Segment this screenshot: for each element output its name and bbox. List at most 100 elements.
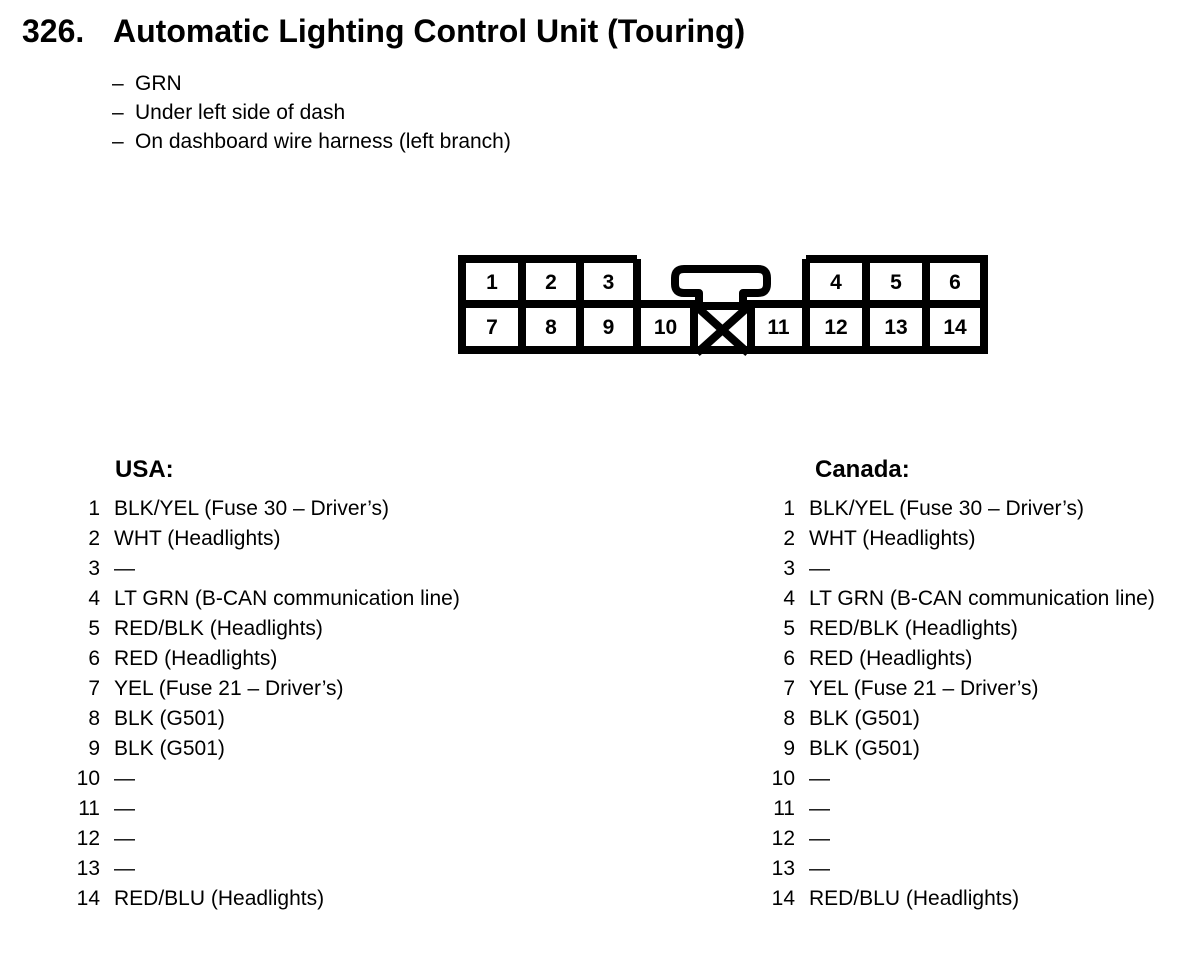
pin-label: BLK (G501) [114,707,225,730]
pin-row: 13 — [767,854,1155,884]
pin-number: 10 [76,767,100,790]
pin-cell-number: 5 [890,271,902,294]
pin-label: — [114,857,135,880]
pin-label: BLK/YEL (Fuse 30 – Driver’s) [809,497,1085,520]
pin-row: 8 BLK (G501) [72,704,460,734]
pin-row: 13 — [72,854,460,884]
pin-number: 13 [771,857,795,880]
pin-cell-number: 7 [486,316,498,339]
pin-row: 5 RED/BLK (Headlights) [767,614,1155,644]
pin-label: — [809,827,830,850]
pin-label: — [809,557,830,580]
pin-row: 4 LT GRN (B-CAN communication line) [72,584,460,614]
pin-row: 9 BLK (G501) [72,734,460,764]
pin-label: RED/BLU (Headlights) [809,887,1020,910]
pin-cell-number: 6 [949,271,961,294]
pin-row: 1 BLK/YEL (Fuse 30 – Driver’s) [72,494,460,524]
pin-number: 14 [76,887,100,910]
pin-label: RED/BLK (Headlights) [809,617,1018,640]
pin-number: 8 [88,707,100,730]
pin-label: LT GRN (B-CAN communication line) [809,587,1155,610]
pin-label: — [114,557,135,580]
pin-number: 1 [783,497,795,520]
note-text: On dashboard wire harness (left branch) [135,130,511,153]
usa-column-heading: USA: [115,456,174,483]
pin-number: 3 [88,557,100,580]
note-text: GRN [135,72,182,95]
location-notes: – GRN – Under left side of dash – On das… [112,69,511,156]
pin-label: BLK/YEL (Fuse 30 – Driver’s) [114,497,390,520]
pin-cell-number: 11 [767,316,790,339]
pin-cell-number: 8 [545,316,557,339]
pin-number: 12 [76,827,100,850]
pin-number: 7 [783,677,795,700]
pin-row: 10 — [767,764,1155,794]
pin-row: 1 BLK/YEL (Fuse 30 – Driver’s) [767,494,1155,524]
pin-label: — [809,767,830,790]
pin-number: 9 [783,737,795,760]
blocked-cavity-x-line [694,304,751,356]
pin-label: BLK (G501) [809,737,920,760]
section-number: 326. [22,13,85,49]
note-line: – GRN [112,69,511,98]
pin-row: 4 LT GRN (B-CAN communication line) [767,584,1155,614]
pin-row: 9 BLK (G501) [767,734,1155,764]
pin-row: 2 WHT (Headlights) [767,524,1155,554]
canada-pin-list: 1 BLK/YEL (Fuse 30 – Driver’s) 2 WHT (Head… [767,494,1155,914]
pin-cell-number: 14 [943,316,967,339]
pin-row: 3— [72,554,460,584]
pin-cell-number: 12 [824,316,847,339]
pin-number: 7 [88,677,100,700]
pin-label: WHT (Headlights) [809,527,976,550]
pin-number: 14 [771,887,795,910]
pin-cell-number: 10 [654,316,677,339]
pin-row: 12 — [72,824,460,854]
canada-column-heading: Canada: [815,456,910,483]
pin-number: 3 [783,557,795,580]
pin-row: 11— [767,794,1155,824]
pin-number: 5 [783,617,795,640]
pin-number: 13 [76,857,100,880]
pin-label: — [114,797,135,820]
note-dash: – [112,130,124,153]
pin-label: BLK (G501) [809,707,920,730]
pin-label: BLK (G501) [114,737,225,760]
pin-label: WHT (Headlights) [114,527,281,550]
pin-row: 14 RED/BLU (Headlights) [72,884,460,914]
pin-number: 11 [78,797,100,820]
pin-row: 7 YEL (Fuse 21 – Driver’s) [767,674,1155,704]
pin-row: 12 — [767,824,1155,854]
pin-label: YEL (Fuse 21 – Driver’s) [809,677,1039,700]
pin-label: — [114,827,135,850]
pin-number: 5 [88,617,100,640]
pin-label: — [114,767,135,790]
pin-number: 4 [783,587,795,610]
pin-label: — [809,857,830,880]
pin-cell-number: 4 [830,271,842,294]
pin-row: 11 — [72,794,460,824]
note-line: – Under left side of dash [112,98,511,127]
connector-diagram: 1 2 3 4 5 6 7 8 9 10 11 12 13 14 [458,255,988,356]
pin-number: 4 [88,587,100,610]
pin-number: 12 [771,827,795,850]
pin-cell-number: 1 [486,271,498,294]
pin-row: 3— [767,554,1155,584]
pin-label: RED/BLK (Headlights) [114,617,323,640]
pin-number: 1 [88,497,100,520]
pin-number: 10 [771,767,795,790]
note-text: Under left side of dash [135,101,346,124]
pin-label: RED/BLU (Headlights) [114,887,325,910]
pin-number: 9 [88,737,100,760]
pin-number: 6 [88,647,100,670]
pin-number: 2 [783,527,795,550]
connector-outline [458,255,988,354]
pin-label: RED (Headlights) [809,647,973,670]
pin-label: LT GRN (B-CAN communication line) [114,587,460,610]
